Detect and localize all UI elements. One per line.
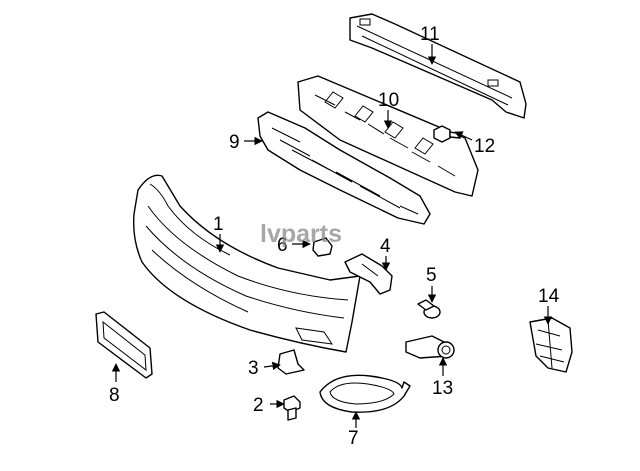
callout-7: 7 bbox=[348, 428, 359, 449]
callout-14: 14 bbox=[538, 286, 560, 307]
callout-3: 3 bbox=[248, 358, 259, 379]
clip-part-6 bbox=[312, 237, 333, 257]
callout-2: 2 bbox=[253, 395, 264, 416]
callout-10: 10 bbox=[378, 90, 399, 111]
license-bracket-part bbox=[95, 311, 153, 379]
leader-lines bbox=[111, 44, 553, 428]
bolt-part-2 bbox=[283, 395, 301, 421]
bracket-part-3 bbox=[277, 349, 305, 375]
callout-8: 8 bbox=[109, 385, 120, 406]
energy-absorber-part bbox=[297, 75, 479, 197]
push-pin-part bbox=[417, 299, 441, 319]
callout-13: 13 bbox=[432, 378, 453, 399]
watermark-logo: lvparts bbox=[260, 220, 342, 248]
grille-part bbox=[257, 111, 431, 225]
side-bracket-part bbox=[529, 317, 573, 373]
callout-1: 1 bbox=[213, 214, 224, 235]
callout-4: 4 bbox=[380, 236, 391, 257]
sensor-part bbox=[405, 335, 455, 359]
fog-bezel-part bbox=[319, 374, 411, 413]
bumper-cover-part bbox=[132, 174, 361, 353]
callout-9: 9 bbox=[229, 132, 240, 153]
callout-12: 12 bbox=[474, 136, 495, 157]
callout-5: 5 bbox=[426, 265, 437, 286]
callout-11: 11 bbox=[420, 24, 440, 45]
bracket-part-4 bbox=[344, 253, 393, 295]
callout-6: 6 bbox=[277, 235, 288, 256]
